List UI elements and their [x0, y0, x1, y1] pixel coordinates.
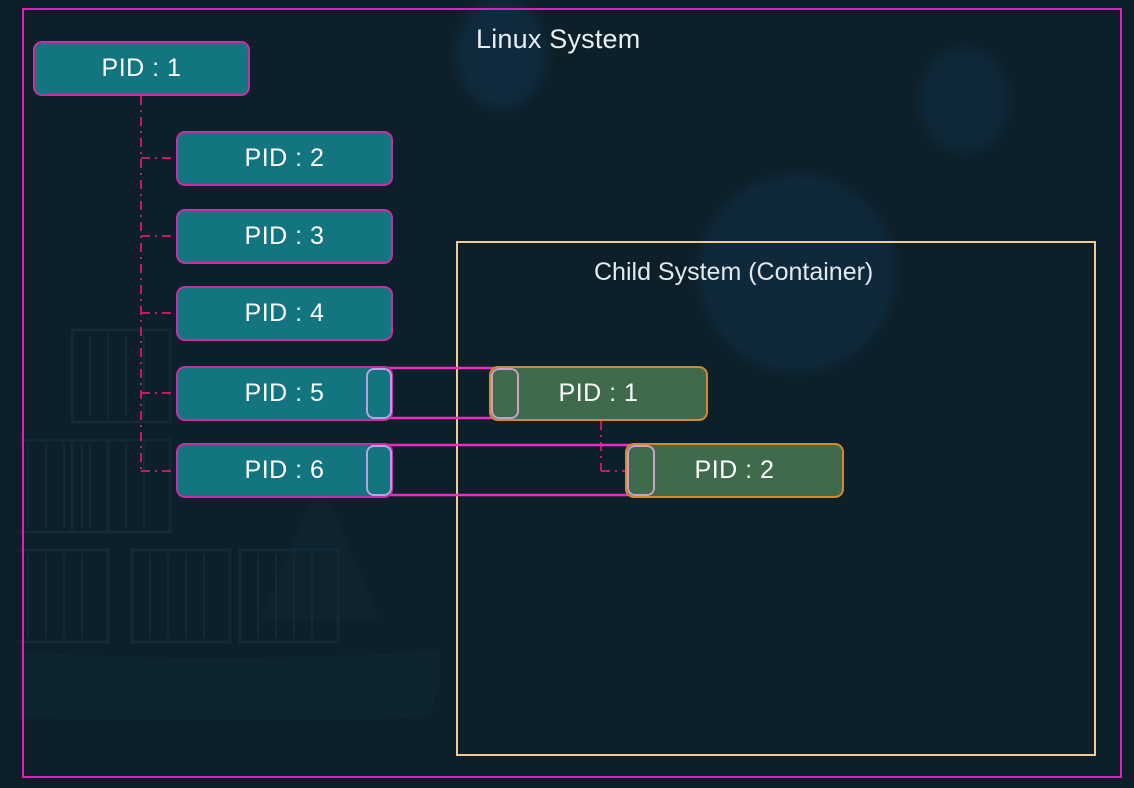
host-process-port-pid5[interactable]	[366, 368, 392, 419]
host-process-label-pid3: PID : 3	[244, 222, 325, 250]
linux-system-title: Linux System	[476, 24, 641, 54]
host-process-box-pid1[interactable]: PID : 1	[33, 41, 250, 96]
host-process-box-pid4[interactable]: PID : 4	[176, 286, 393, 341]
child-container-frame	[456, 241, 1096, 756]
linux-system-frame	[22, 8, 1122, 778]
host-process-label-pid1: PID : 1	[101, 54, 182, 82]
guest-process-port-pid1[interactable]	[491, 368, 519, 419]
host-process-port-pid6[interactable]	[366, 445, 392, 496]
guest-process-box-pid2[interactable]: PID : 2	[625, 443, 844, 498]
guest-process-label-pid1: PID : 1	[558, 379, 639, 407]
child-container-title: Child System (Container)	[594, 258, 874, 286]
host-process-box-pid3[interactable]: PID : 3	[176, 209, 393, 264]
host-process-label-pid5: PID : 5	[244, 379, 325, 407]
guest-process-box-pid1[interactable]: PID : 1	[489, 366, 708, 421]
host-process-box-pid2[interactable]: PID : 2	[176, 131, 393, 186]
host-process-label-pid2: PID : 2	[244, 144, 325, 172]
host-process-box-pid5[interactable]: PID : 5	[176, 366, 393, 421]
host-process-label-pid4: PID : 4	[244, 299, 325, 327]
guest-process-port-pid2[interactable]	[627, 445, 655, 496]
host-process-box-pid6[interactable]: PID : 6	[176, 443, 393, 498]
guest-process-label-pid2: PID : 2	[694, 456, 775, 484]
host-process-label-pid6: PID : 6	[244, 456, 325, 484]
